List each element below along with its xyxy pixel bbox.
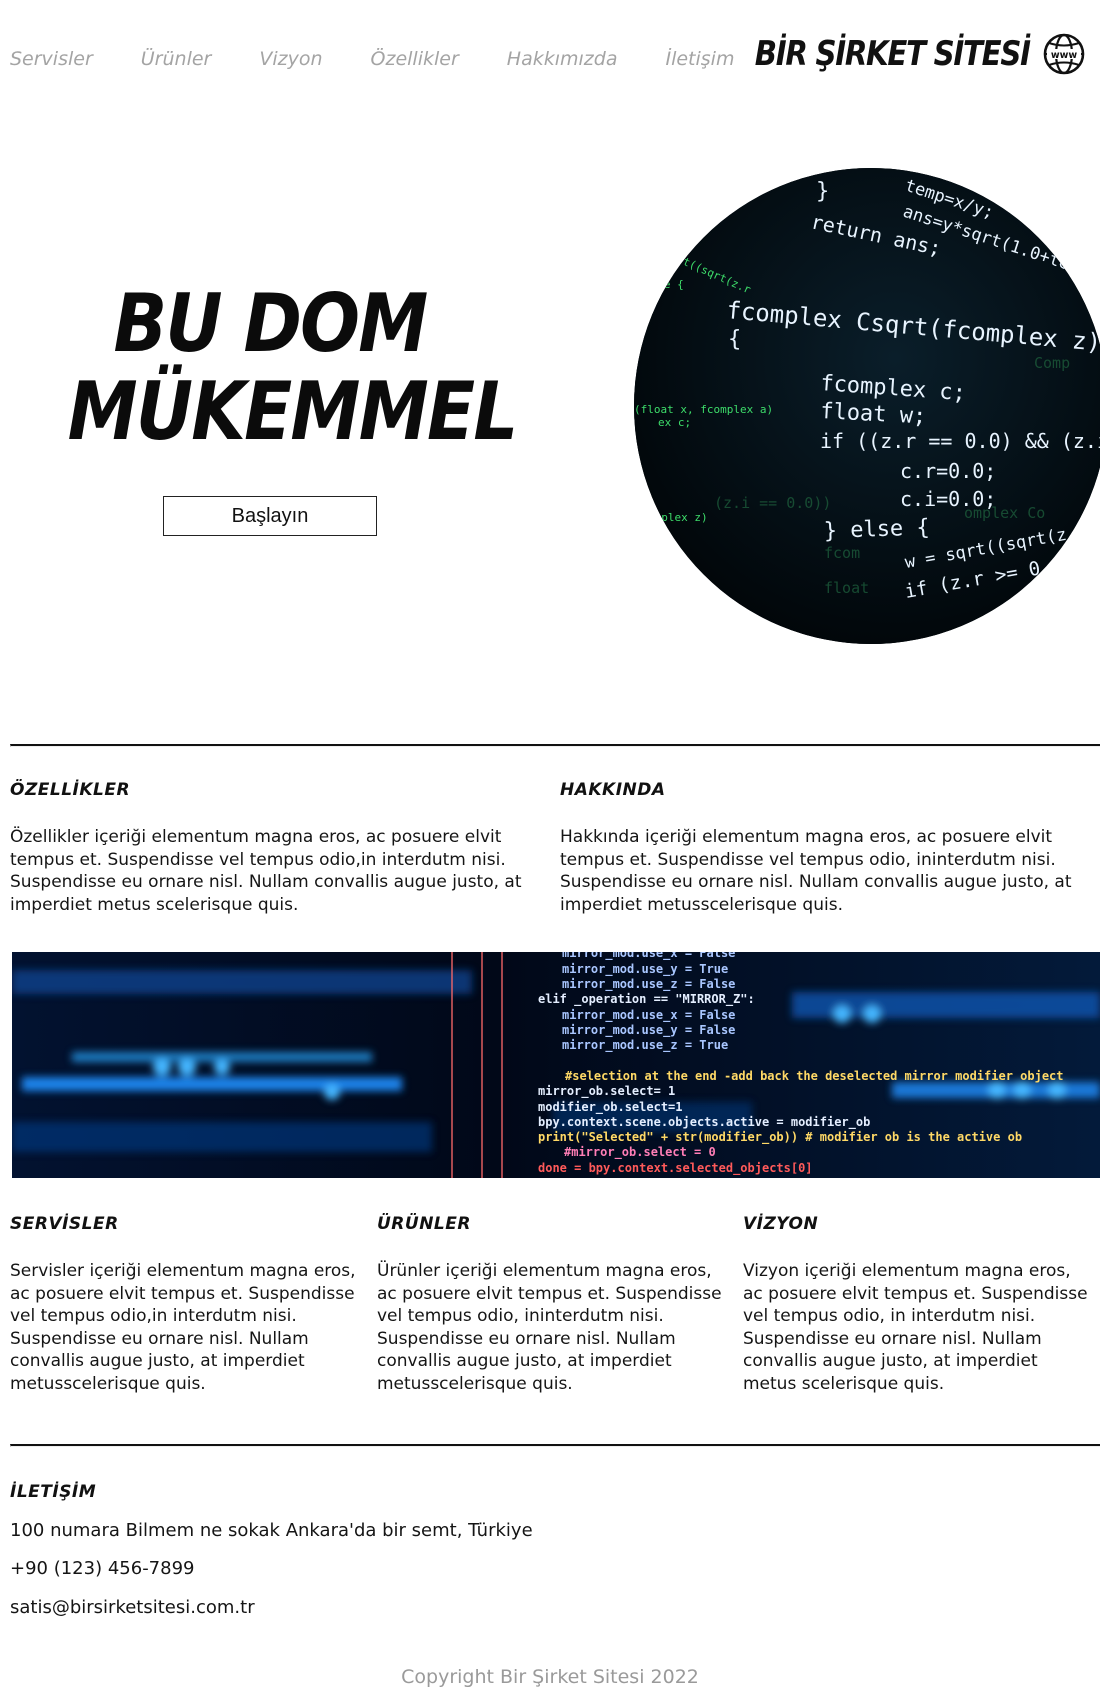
features-text: Özellikler içeriği elementum magna eros,… — [10, 827, 522, 915]
hero: BU DOM MÜKEMMEL Başlayın — [40, 277, 519, 536]
code-fragment: float — [824, 579, 869, 597]
code-fragment: fcom — [824, 544, 860, 562]
copyright-text: Copyright Bir Şirket Sitesi 2022 — [401, 1666, 699, 1688]
code-line: modifier_ob.select=1 — [538, 1100, 683, 1115]
nav-link-servisler[interactable]: Servisler — [10, 48, 93, 70]
banner-code-graphic: mirror_mod.use_x = False mirror_mod.use_… — [12, 952, 1100, 1178]
contact-email[interactable]: satis@birsirketsitesi.com.tr — [10, 1597, 255, 1618]
code-line: c.i=0.0; — [900, 487, 996, 511]
nav-links: Servisler Ürünler Vizyon Özellikler Hakk… — [10, 48, 782, 70]
code-line: bpy.context.scene.objects.active = modif… — [538, 1115, 870, 1130]
code-line: omplex z) — [648, 511, 708, 524]
about-section: HAKKINDA Hakkında içeriği elementum magn… — [560, 780, 1095, 916]
code-line: mirror_mod.use_y = True — [562, 962, 728, 977]
code-line: print("Selected" + str(modifier_ob)) # m… — [538, 1130, 1022, 1145]
code-line: #mirror_ob.select = 0 — [564, 1145, 716, 1160]
code-line: mirror_mod.use_y = False — [562, 1023, 735, 1038]
divider — [10, 1444, 1100, 1447]
banner-red-lines — [451, 952, 503, 1178]
services-section: SERVİSLER Servisler içeriği elementum ma… — [10, 1214, 360, 1395]
code-banner-image: mirror_mod.use_x = False mirror_mod.use_… — [12, 952, 1100, 1178]
hero-code-image: ~= 0.0; Comp (z.i == 0.0)) omplex Co fco… — [634, 168, 1100, 644]
code-line: mirror_mod.use_x = False — [562, 1008, 735, 1023]
nav-link-hakkimizda[interactable]: Hakkımızda — [506, 48, 618, 70]
brand-name: BİR ŞİRKET SİTESİ — [755, 34, 1031, 74]
nav-link-ozellikler[interactable]: Özellikler — [370, 48, 459, 70]
services-text: Servisler içeriği elementum magna eros, … — [10, 1261, 356, 1394]
divider — [10, 744, 1100, 747]
nav-link-urunler[interactable]: Ürünler — [140, 48, 212, 70]
code-line: elif _operation == "MIRROR_Z": — [538, 992, 755, 1007]
code-fragment: omplex Co — [964, 504, 1045, 522]
code-line: mirror_ob.select= 1 — [538, 1084, 675, 1099]
about-heading: HAKKINDA — [560, 780, 666, 800]
banner-blur-lights — [12, 970, 1100, 1152]
features-heading: ÖZELLİKLER — [10, 780, 131, 800]
code-line: ex c; — [658, 416, 691, 429]
vision-section: VİZYON Vizyon içeriği elementum magna er… — [743, 1214, 1093, 1395]
code-line: mirror_mod.use_z = False — [562, 977, 735, 992]
contact-heading: İLETİŞİM — [10, 1482, 97, 1502]
hero-title-line-1: BU DOM — [113, 277, 428, 370]
brand[interactable]: BİR ŞİRKET SİTESİ www — [710, 32, 1086, 76]
hero-title: BU DOM MÜKEMMEL — [68, 277, 519, 456]
get-started-button[interactable]: Başlayın — [163, 496, 377, 536]
code-line: } else { — [823, 515, 930, 544]
code-line: } — [816, 179, 829, 204]
globe-icon: www — [1043, 33, 1085, 75]
code-line: #selection at the end -add back the dese… — [565, 1069, 1064, 1083]
contact-phone[interactable]: +90 (123) 456-7899 — [10, 1558, 195, 1579]
nav-link-iletisim[interactable]: İletişim — [665, 48, 735, 70]
about-text: Hakkında içeriği elementum magna eros, a… — [560, 827, 1072, 915]
code-line: mirror_mod.use_z = True — [562, 1038, 728, 1053]
services-heading: SERVİSLER — [10, 1214, 119, 1234]
code-line: float w; — [820, 399, 927, 430]
code-line: { — [728, 327, 741, 352]
banner-code: mirror_mod.use_x = False mirror_mod.use_… — [538, 952, 1064, 1176]
code-fragment: Comp — [1034, 354, 1070, 372]
code-line: (float x, fcomplex a) — [634, 403, 773, 416]
code-line: done = bpy.context.selected_objects[0] — [538, 1161, 813, 1176]
vision-text: Vizyon içeriği elementum magna eros, ac … — [743, 1261, 1088, 1394]
products-section: ÜRÜNLER Ürünler içeriği elementum magna … — [377, 1214, 727, 1395]
code-line: else { — [644, 278, 684, 291]
code-line: mirror_mod.use_x = False — [562, 952, 735, 961]
top-navigation: Servisler Ürünler Vizyon Özellikler Hakk… — [0, 0, 1100, 120]
code-line: c.r=0.0; — [900, 459, 996, 483]
svg-text:www: www — [1051, 50, 1078, 61]
products-text: Ürünler içeriği elementum magna eros, ac… — [377, 1261, 722, 1394]
contact-address: 100 numara Bilmem ne sokak Ankara'da bir… — [10, 1520, 533, 1541]
vision-heading: VİZYON — [743, 1214, 819, 1234]
nav-link-vizyon[interactable]: Vizyon — [259, 48, 323, 70]
code-line: if ((z.r == 0.0) && (z.i == 0.0)) — [820, 429, 1100, 453]
hero-title-line-2: MÜKEMMEL — [67, 365, 519, 458]
features-section: ÖZELLİKLER Özellikler içeriği elementum … — [10, 780, 555, 916]
hero-code-graphic: ~= 0.0; Comp (z.i == 0.0)) omplex Co fco… — [634, 168, 1100, 644]
products-heading: ÜRÜNLER — [377, 1214, 471, 1234]
code-fragment: (z.i == 0.0)) — [714, 494, 831, 512]
